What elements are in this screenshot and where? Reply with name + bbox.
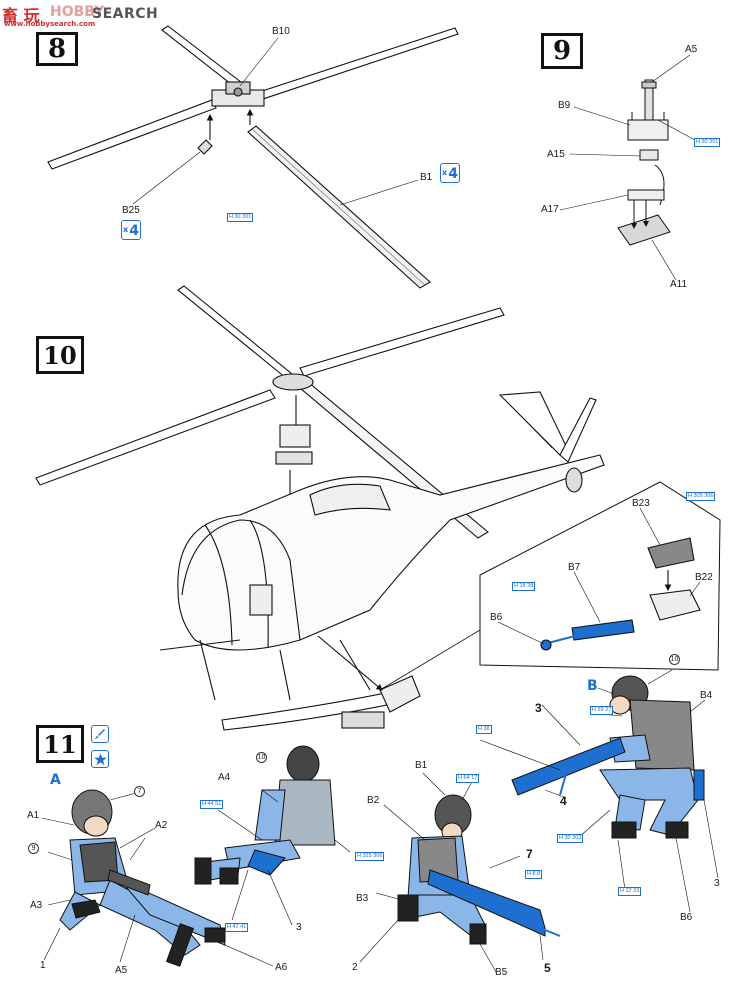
paint-code-mark: H 44 51 [200,800,224,809]
paint-code-mark: H 325 306 [355,852,385,861]
paint-code-mark: H 30 303 [557,834,584,843]
watermark-site: SEARCH [92,6,159,22]
step-number-11: 11 [36,725,84,763]
star-icon-glyph [93,753,107,765]
part-label-a1: A1 [27,810,40,821]
brush-icon [91,725,109,743]
paint-code-mark: H 47 41 [225,923,249,932]
part-label-b2: B2 [367,795,380,806]
paint-number-circle: 9 [28,843,39,854]
paint-number-circle: 10 [669,654,680,665]
quantity-value: 4 [129,223,139,239]
part-label-b23: B23 [632,498,650,509]
part-label-b1: B1 [415,760,428,771]
part-label-b10: B10 [272,26,290,37]
part-label-a17: A17 [541,204,559,215]
part-label-b6: B6 [490,612,503,623]
part-number-7: 7 [526,847,533,861]
part-number-4: 4 [560,794,567,808]
part-number-2: 2 [352,962,358,973]
paint-code-mark: H 18 28 [512,582,536,591]
paint-code-mark: H 12 33 [618,887,642,896]
figure-a4 [194,745,351,926]
part-number-5: 5 [544,961,551,975]
part-label-a4: A4 [218,772,231,783]
brush-icon-glyph [95,729,105,739]
part-label-b7: B7 [568,562,581,573]
part-label-b25: B25 [122,205,140,216]
part-label-b1: B1 [420,172,433,183]
part-label-a3: A3 [30,900,43,911]
part-label-b4: B4 [700,690,713,701]
crew-letter-b: B [587,678,598,694]
step-number-9: 9 [541,33,583,69]
quantity-x: x [442,168,448,177]
step10-helicopter [35,285,721,731]
part-number-3: 3 [714,878,720,889]
step-number-10: 10 [36,336,84,374]
paint-code-mark: H 8 8 [525,870,543,879]
part-label-a5: A5 [685,44,698,55]
watermark-url: www.hobbysearch.com [4,20,96,28]
figure-b-front [359,772,561,973]
paint-code-mark: H 64 17 [456,774,480,783]
crew-letter-a: A [50,772,61,788]
quantity-value: 4 [448,166,458,182]
paint-number-circle: 7 [134,786,145,797]
part-label-b22: B22 [695,572,713,583]
part-number-1: 1 [40,960,46,971]
part-label-a2: A2 [155,820,168,831]
paint-code-mark: H 30 301 [227,213,254,222]
watermark-logo: 畜 玩 HOBBY SEARCH www.hobbysearch.com [0,0,175,30]
figure-b-side [479,669,719,913]
paint-code-mark: H 69 27 [590,706,614,715]
part-label-b5: B5 [495,967,508,978]
paint-code-mark: H 38 [476,725,492,734]
paint-code-mark: H 30 301 [694,138,721,147]
decal-star-icon [91,750,109,768]
figure-a [41,789,274,967]
step11-figures [41,669,719,973]
step8-rotor [47,25,459,289]
watermark-cn: 畜 玩 [2,6,40,25]
part-label-a5: A5 [115,965,128,976]
part-label-b3: B3 [356,893,369,904]
part-number-3: 3 [535,701,542,715]
part-label-a6: A6 [275,962,288,973]
quantity-x: x [123,225,129,234]
watermark-hobby: HOBBY [50,4,105,20]
part-label-b6: B6 [680,912,693,923]
part-label-a15: A15 [547,149,565,160]
part-label-a11: A11 [670,279,688,290]
part-number-3: 3 [296,922,302,933]
step-number-8: 8 [36,32,78,66]
part-label-b9: B9 [558,100,571,111]
paint-number-circle: 10 [256,752,267,763]
step9-mast [559,54,696,281]
paint-code-mark: H 305 306 [686,492,716,501]
